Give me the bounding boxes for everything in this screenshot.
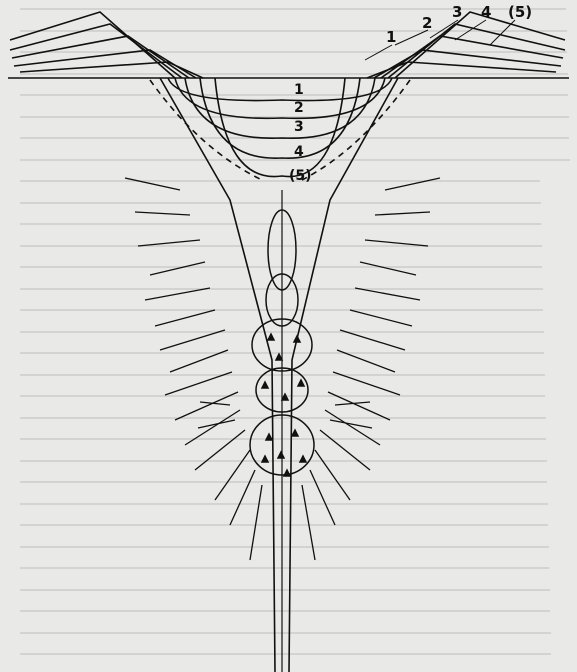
- fracture-line-21: [350, 310, 412, 326]
- rock-fragment-4: [262, 382, 268, 388]
- top-label-3: 3: [452, 3, 462, 21]
- right-ejecta-layer-1: [395, 12, 565, 78]
- rock-fragment-12: [284, 470, 290, 476]
- top-label-1: 1: [386, 28, 396, 46]
- bowl-label-5: (5): [289, 168, 312, 184]
- rock-fragment-8: [292, 430, 298, 436]
- rock-fragment-9: [278, 452, 284, 458]
- fracture-line-1: [125, 178, 180, 190]
- fracture-line-22: [340, 330, 405, 350]
- fracture-line-8: [170, 350, 228, 372]
- fracture-line-27: [320, 430, 370, 470]
- top-label-leader-2: [395, 30, 428, 45]
- fracture-line-5: [145, 288, 210, 300]
- fracture-line-15: [250, 485, 262, 560]
- bowl-layer-3: [185, 78, 375, 138]
- fracture-line-17: [375, 212, 430, 215]
- right-ejecta-layer-5: [367, 62, 556, 78]
- rock-fragment-2: [294, 336, 300, 342]
- fracture-line-16: [385, 178, 440, 190]
- fracture-line-25: [328, 392, 390, 420]
- rock-fragment-5: [298, 380, 304, 386]
- strata-layers: [8, 12, 569, 672]
- rock-fragment-6: [282, 394, 288, 400]
- fracture-line-12: [195, 430, 245, 470]
- bowl-layer-5: [215, 78, 345, 177]
- fracture-line-10: [175, 392, 238, 420]
- top-label-2: 2: [422, 14, 432, 32]
- fracture-line-29: [310, 470, 335, 525]
- top-label-4: 4: [481, 3, 491, 21]
- fracture-line-9: [165, 372, 232, 395]
- rock-fragment-11: [262, 456, 268, 462]
- fracture-line-18: [365, 240, 428, 246]
- fracture-line-7: [160, 330, 225, 350]
- left-conduit-wall: [160, 78, 275, 672]
- fracture-line-24: [333, 372, 400, 395]
- left-ejecta-layer-5: [20, 62, 203, 78]
- bowl-label-2: 2: [294, 100, 304, 116]
- fracture-line-20: [355, 288, 420, 300]
- fracture-line-3: [138, 240, 200, 246]
- left-ejecta-layer-1: [10, 12, 175, 78]
- top-label-leader-1: [365, 45, 392, 60]
- rock-fragment-10: [300, 456, 306, 462]
- fracture-line-30: [302, 485, 315, 560]
- rock-fragment-7: [266, 434, 272, 440]
- fracture-line-23: [337, 350, 395, 372]
- fracture-line-32: [198, 420, 235, 428]
- dashed-layer-right: [302, 80, 410, 180]
- bowl-label-3: 3: [294, 119, 304, 135]
- fracture-line-2: [135, 212, 190, 215]
- top-label-5: (5): [508, 3, 532, 21]
- rock-fragment-1: [268, 334, 274, 340]
- fracture-line-14: [230, 470, 255, 525]
- fracture-line-4: [150, 262, 205, 275]
- bowl-label-4: 4: [294, 144, 304, 160]
- rock-fragment-3: [276, 354, 282, 360]
- bowl-label-1: 1: [294, 82, 304, 98]
- fracture-line-19: [360, 262, 416, 275]
- fracture-line-11: [185, 410, 240, 445]
- fracture-line-6: [155, 310, 215, 326]
